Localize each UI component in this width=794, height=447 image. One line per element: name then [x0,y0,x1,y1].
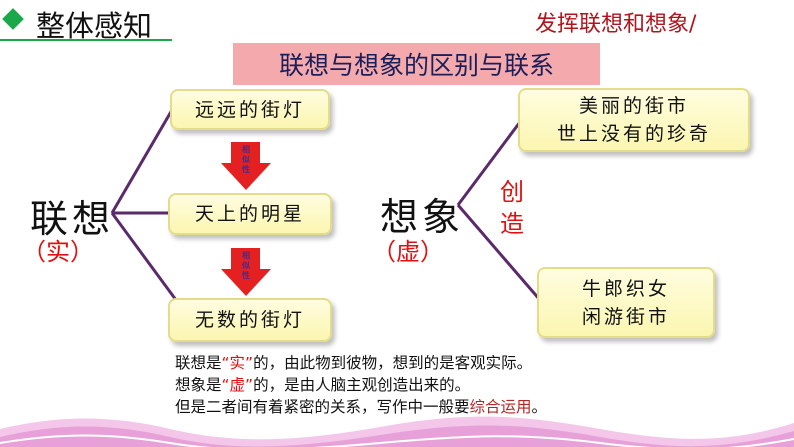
item-text: 美丽的街市 [578,95,689,117]
wave-decoration [0,416,794,447]
connector-line [110,109,174,214]
association-term: 联想 [30,197,115,241]
item-text: 闲游街市 [581,305,670,328]
connector-line [110,212,178,301]
association-note: （实） [22,238,94,266]
banner: 联想与想象的区别与联系 [233,43,600,85]
arrow-down-icon [221,142,271,190]
item-text: 无数的街灯 [194,309,305,331]
left-item: 无数的街灯 [168,298,332,342]
summary-line: 联想是“实”的，由此物到彼物，想到的是客观实际。 [175,354,533,372]
title-underline [0,39,172,41]
imagination-term: 想象 [380,195,465,239]
summary-line: 想象是“虚”的，是由人脑主观创造出来的。 [175,376,471,394]
right-item: 美丽的街市世上没有的珍奇 [518,88,750,152]
item-text: 天上的明星 [194,203,305,225]
relation-label: 创造 [500,178,524,238]
lesson-subtitle: 发挥联想和想象/ [535,12,697,37]
connector-line [456,121,522,206]
item-text: 牛郎织女 [581,277,670,300]
item-text: 世上没有的珍奇 [556,123,711,145]
left-item: 远远的街灯 [170,89,330,130]
left-item: 天上的明星 [168,193,332,235]
connector-line [456,204,542,301]
arrow-down-icon [221,248,271,296]
arrow-label: 相似性 [242,145,250,174]
summary-line: 但是二者间有着紧密的关系，写作中一般要综合运用。 [175,398,548,416]
section-title: 整体感知 [36,9,153,43]
banner-title: 联想与想象的区别与联系 [278,51,554,80]
item-text: 远远的街灯 [194,98,305,121]
summary: 联想是“实”的，由此物到彼物，想到的是客观实际。 想象是“虚”的，是由人脑主观创… [175,352,547,418]
arrow-label: 相似性 [242,251,250,280]
right-item: 牛郎织女闲游街市 [537,267,715,338]
imagination-note: （虚） [372,238,444,266]
